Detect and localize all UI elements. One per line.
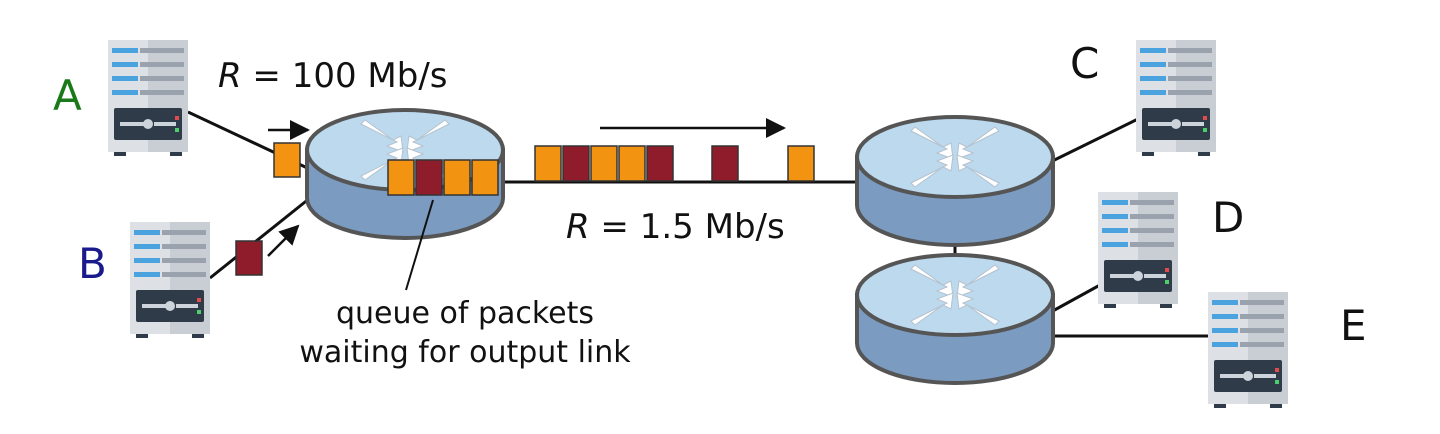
host-label-b: B xyxy=(78,239,107,288)
rate-value: = 1.5 Mb/s xyxy=(590,207,785,247)
server-icon xyxy=(1136,40,1216,156)
packet-from-a xyxy=(618,145,646,182)
queue-pointer-line xyxy=(405,199,434,291)
queue-caption-line1: queue of packets xyxy=(336,296,594,331)
rate-symbol: R xyxy=(566,207,590,247)
link-b-router xyxy=(209,196,311,280)
packet-from-a xyxy=(471,159,499,196)
packet-from-a xyxy=(787,145,815,182)
rate-symbol: R xyxy=(218,56,242,96)
packet-from-b xyxy=(562,145,590,182)
server-icon xyxy=(1208,292,1288,408)
packet-from-a xyxy=(273,142,301,178)
packet-from-b xyxy=(711,145,739,182)
packet-from-b xyxy=(235,240,263,276)
packet-from-a xyxy=(590,145,618,182)
router-queue xyxy=(387,159,499,196)
arriving-packets-b xyxy=(235,240,263,276)
rate-value: = 100 Mb/s xyxy=(242,56,448,96)
server-icon xyxy=(1098,192,1178,308)
packet-from-b xyxy=(646,145,674,182)
host-label-a: A xyxy=(53,71,82,120)
server-icon xyxy=(130,222,210,338)
arrow-up-right-icon xyxy=(267,224,300,257)
host-label-d: D xyxy=(1212,193,1244,242)
host-label-e: E xyxy=(1340,301,1367,350)
packet-from-a xyxy=(387,159,415,196)
packets-on-link xyxy=(534,145,815,182)
host-label-c: C xyxy=(1070,39,1099,88)
queue-caption-line2: waiting for output link xyxy=(299,335,631,370)
bottleneck-link-rate: R = 1.5 Mb/s xyxy=(566,207,785,247)
router-icon xyxy=(855,115,1055,247)
arriving-packets-a xyxy=(273,142,301,178)
access-link-rate: R = 100 Mb/s xyxy=(218,56,448,96)
packet-from-a xyxy=(443,159,471,196)
packet-from-a xyxy=(534,145,562,182)
server-icon xyxy=(108,40,188,156)
packet-from-b xyxy=(415,159,443,196)
router-icon xyxy=(855,253,1055,385)
